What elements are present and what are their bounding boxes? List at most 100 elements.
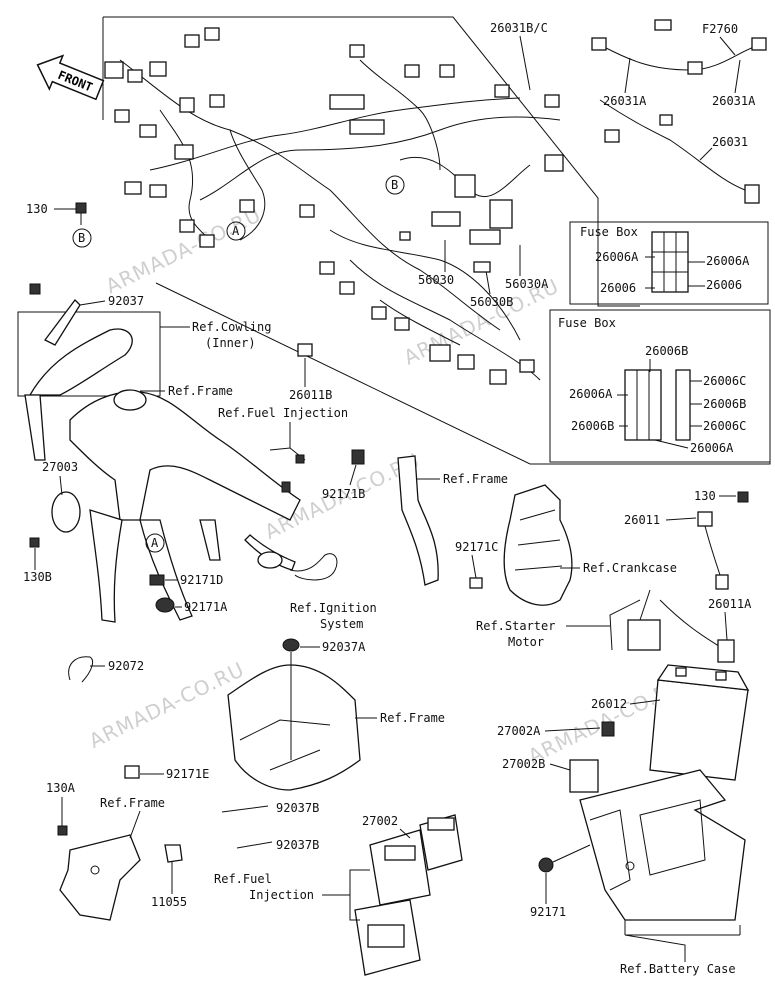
sensor-bolt xyxy=(295,454,305,464)
callout-ref-crankcase: Ref.Crankcase xyxy=(583,561,677,575)
part-27002A xyxy=(601,721,615,737)
fuse-label-26006A-bottom: 26006A xyxy=(690,441,734,455)
ref-B-circle-2 xyxy=(385,175,405,195)
callout-ref-fuel-injection-2: Injection xyxy=(249,888,314,902)
callout-92171E: 92171E xyxy=(166,767,209,781)
frame-lower-drawing xyxy=(227,664,361,791)
fuse-label-26006C-r3: 26006C xyxy=(703,419,746,433)
fuse-box-1-title: Fuse Box xyxy=(580,225,638,239)
fuse-label-26006A-left: 26006A xyxy=(595,250,639,264)
bolt-130-icon xyxy=(75,202,87,225)
part-27002B xyxy=(569,759,599,793)
callout-130-top: 130 xyxy=(26,202,48,216)
callout-92037B-1: 92037B xyxy=(276,801,319,815)
part-92171E xyxy=(124,765,140,779)
battery-drawing xyxy=(649,664,750,781)
callout-56030: 56030 xyxy=(418,273,454,287)
part-92171A xyxy=(155,597,175,613)
callout-11055: 11055 xyxy=(151,895,187,909)
part-92171B xyxy=(351,449,365,465)
callout-ref-frame-2: Ref.Frame xyxy=(443,472,508,486)
callout-ref-cowling: Ref.Cowling xyxy=(192,320,271,334)
part-92037B-1 xyxy=(221,805,269,813)
bolt-130A-icon xyxy=(57,825,68,836)
callout-92171D: 92171D xyxy=(180,573,223,587)
ecu-27002-drawing xyxy=(354,814,463,976)
fuse-label-26006B-r2: 26006B xyxy=(703,397,746,411)
main-wiring-harness xyxy=(119,59,561,381)
callout-92037A: 92037A xyxy=(322,640,366,654)
callout-27002B: 27002B xyxy=(502,757,545,771)
sensor-bracket xyxy=(281,481,291,493)
part-92037A xyxy=(282,638,300,652)
part-27003 xyxy=(51,491,81,533)
callout-56030A: 56030A xyxy=(505,277,549,291)
sub-harness-26031A xyxy=(591,19,767,204)
callout-26031: 26031 xyxy=(712,135,748,149)
front-arrow-icon: FRONT xyxy=(36,54,105,101)
callout-56030B: 56030B xyxy=(470,295,513,309)
harness-connectors xyxy=(104,27,564,385)
callout-92171C: 92171C xyxy=(455,540,498,554)
callout-ref-frame-3: Ref.Frame xyxy=(380,711,445,725)
callout-ref-ignition-system: System xyxy=(320,617,363,631)
fuse-label-26006A-left2: 26006A xyxy=(569,387,613,401)
part-92072 xyxy=(68,656,94,683)
callout-92037B-2: 92037B xyxy=(276,838,319,852)
callout-92037: 92037 xyxy=(108,294,144,308)
fuse-label-26006-left: 26006 xyxy=(600,281,636,295)
callout-92171A: 92171A xyxy=(184,600,228,614)
callout-F2760: F2760 xyxy=(702,22,738,36)
bolt-130-right-icon xyxy=(737,491,749,503)
crankcase-drawing xyxy=(503,484,573,606)
ref-B-circle-1 xyxy=(72,228,92,248)
callout-92171: 92171 xyxy=(530,905,566,919)
ref-B-1: B xyxy=(78,231,85,245)
callout-ref-frame-4: Ref.Frame xyxy=(100,796,165,810)
callout-130A: 130A xyxy=(46,781,76,795)
ref-B-2: B xyxy=(391,178,398,192)
callout-ref-fuel-injection-1: Ref.Fuel Injection xyxy=(218,406,348,420)
callout-26031A-2: 26031A xyxy=(712,94,756,108)
callout-27002A: 27002A xyxy=(497,724,541,738)
battery-case-drawing xyxy=(579,769,746,921)
fuse-label-26006B-top: 26006B xyxy=(645,344,688,358)
callout-26012: 26012 xyxy=(591,697,627,711)
callout-130-right: 130 xyxy=(694,489,716,503)
callout-ref-starter-motor: Motor xyxy=(508,635,544,649)
part-92171 xyxy=(538,857,554,873)
callout-26011B: 26011B xyxy=(289,388,332,402)
part-92171D xyxy=(149,574,165,586)
bolt-130B-icon xyxy=(29,537,40,548)
callout-ref-fuel: Ref.Fuel xyxy=(214,872,272,886)
bracket-drawing xyxy=(59,834,183,921)
ref-A-circle-2 xyxy=(145,533,165,553)
callout-26011: 26011 xyxy=(624,513,660,527)
fuse-box-2: Fuse Box 26006B 26006A 26006C 26006B 260… xyxy=(549,309,771,463)
starter-relay xyxy=(609,511,735,663)
callout-26011A: 26011A xyxy=(708,597,752,611)
fuse-label-26006B-left2: 26006B xyxy=(571,419,614,433)
part-26011B xyxy=(297,343,313,357)
callout-92072: 92072 xyxy=(108,659,144,673)
fuse-label-26006A-right: 26006A xyxy=(706,254,750,268)
fuse-label-26006-right: 26006 xyxy=(706,278,742,292)
callout-130B: 130B xyxy=(23,570,52,584)
cowling-inner-ref xyxy=(17,283,161,461)
callout-26031BC: 26031B/C xyxy=(490,21,548,35)
harness-boundary-top xyxy=(103,16,640,307)
callout-ref-cowling-inner: (Inner) xyxy=(205,336,256,350)
ref-A-2: A xyxy=(151,536,159,550)
callout-92171B: 92171B xyxy=(322,487,365,501)
fuse-box-2-title: Fuse Box xyxy=(558,316,616,330)
ref-A-1: A xyxy=(232,224,240,238)
part-56030B xyxy=(473,261,491,273)
ref-A-circle-1 xyxy=(226,221,246,241)
callout-ref-ignition: Ref.Ignition xyxy=(290,601,377,615)
part-92037B-2 xyxy=(236,841,273,849)
callout-26031A-1: 26031A xyxy=(603,94,647,108)
callout-ref-battery-case: Ref.Battery Case xyxy=(620,962,736,976)
callout-ref-starter: Ref.Starter xyxy=(476,619,555,633)
fuse-label-26006C-r1: 26006C xyxy=(703,374,746,388)
